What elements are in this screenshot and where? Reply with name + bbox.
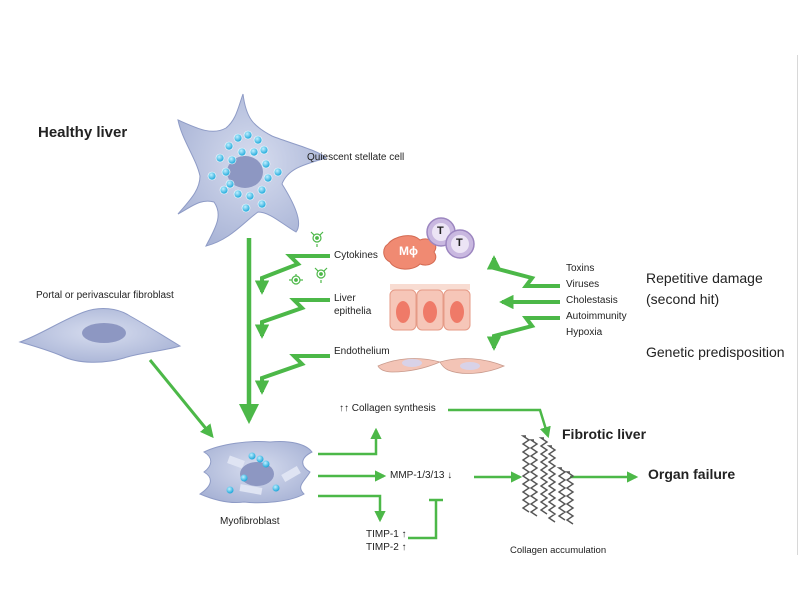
lipid-droplet <box>215 153 225 163</box>
genetic-predisposition-title: Genetic predisposition <box>646 344 785 360</box>
cause-hypoxia: Hypoxia <box>566 327 603 338</box>
collagen-fiber-icon <box>520 435 575 525</box>
t-cell-icon <box>426 217 475 259</box>
lipid-droplet <box>249 147 259 157</box>
lipid-droplet <box>233 189 243 199</box>
collagen-synthesis-label: ↑↑ Collagen synthesis <box>339 403 436 414</box>
lipid-droplet <box>233 133 243 143</box>
lipid-droplet <box>225 179 235 189</box>
endothelium-icon <box>377 358 506 374</box>
lipid-droplet <box>263 173 273 183</box>
inhibition-icon <box>408 498 443 540</box>
macrophage-icon <box>383 235 437 270</box>
fibrotic-liver-title: Fibrotic liver <box>562 426 647 442</box>
lipid-droplet <box>237 147 247 157</box>
myofibroblast-label: Myofibroblast <box>220 516 280 527</box>
lipid-droplet <box>259 145 269 155</box>
lipid-droplet <box>227 155 237 165</box>
lipid-droplet <box>273 167 283 177</box>
portal-fibroblast-label: Portal or perivascular fibroblast <box>36 290 174 301</box>
cause-toxins: Toxins <box>566 263 595 274</box>
cause-viruses: Viruses <box>566 279 600 290</box>
lipid-droplet <box>241 203 251 213</box>
healthy-liver-title: Healthy liver <box>38 124 128 141</box>
epithelia-icon <box>389 284 471 331</box>
lipid-droplet <box>257 199 267 209</box>
lipid-droplet <box>245 191 255 201</box>
lipid-droplet <box>221 167 231 177</box>
quiescent-stellate-cell-label: Quiescent stellate cell <box>307 152 405 163</box>
lipid-droplet <box>224 141 234 151</box>
myofibroblast-icon <box>198 441 313 504</box>
lipid-droplet <box>257 185 267 195</box>
lipid-droplet <box>243 130 253 140</box>
timp-label: TIMP-1 ↑ TIMP-2 ↑ <box>366 529 407 553</box>
fibroblast-arrow <box>148 359 214 439</box>
lipid-droplet <box>219 185 229 195</box>
right-border-line <box>797 55 798 555</box>
stellate-cell-icon <box>177 93 327 247</box>
damage-arrows <box>486 255 560 351</box>
macrophage-label: Mϕ <box>399 244 418 258</box>
cause-cholestasis: Cholestasis <box>566 295 618 306</box>
lipid-droplet <box>207 171 217 181</box>
endothelium-label: Endothelium <box>334 346 390 357</box>
cytokine-icon <box>289 231 328 285</box>
output-arrows <box>318 408 639 523</box>
t-cell-label-1: T <box>437 225 444 237</box>
fibroblast-icon <box>18 308 182 363</box>
repetitive-damage-title: Repetitive damage (second hit) <box>646 270 763 307</box>
mmp-label: MMP-1/3/13 ↓ <box>390 470 453 481</box>
lipid-droplet <box>261 159 271 169</box>
cytokines-label: Cytokines <box>334 250 378 261</box>
lipid-droplet <box>253 135 263 145</box>
cause-autoimmunity: Autoimmunity <box>566 311 627 322</box>
t-cell-label-2: T <box>456 237 463 249</box>
collagen-accumulation-label: Collagen accumulation <box>510 545 607 556</box>
organ-failure-title: Organ failure <box>648 466 736 482</box>
signal-arrows <box>254 254 330 395</box>
liver-epithelia-label: Liver epithelia <box>334 293 372 317</box>
